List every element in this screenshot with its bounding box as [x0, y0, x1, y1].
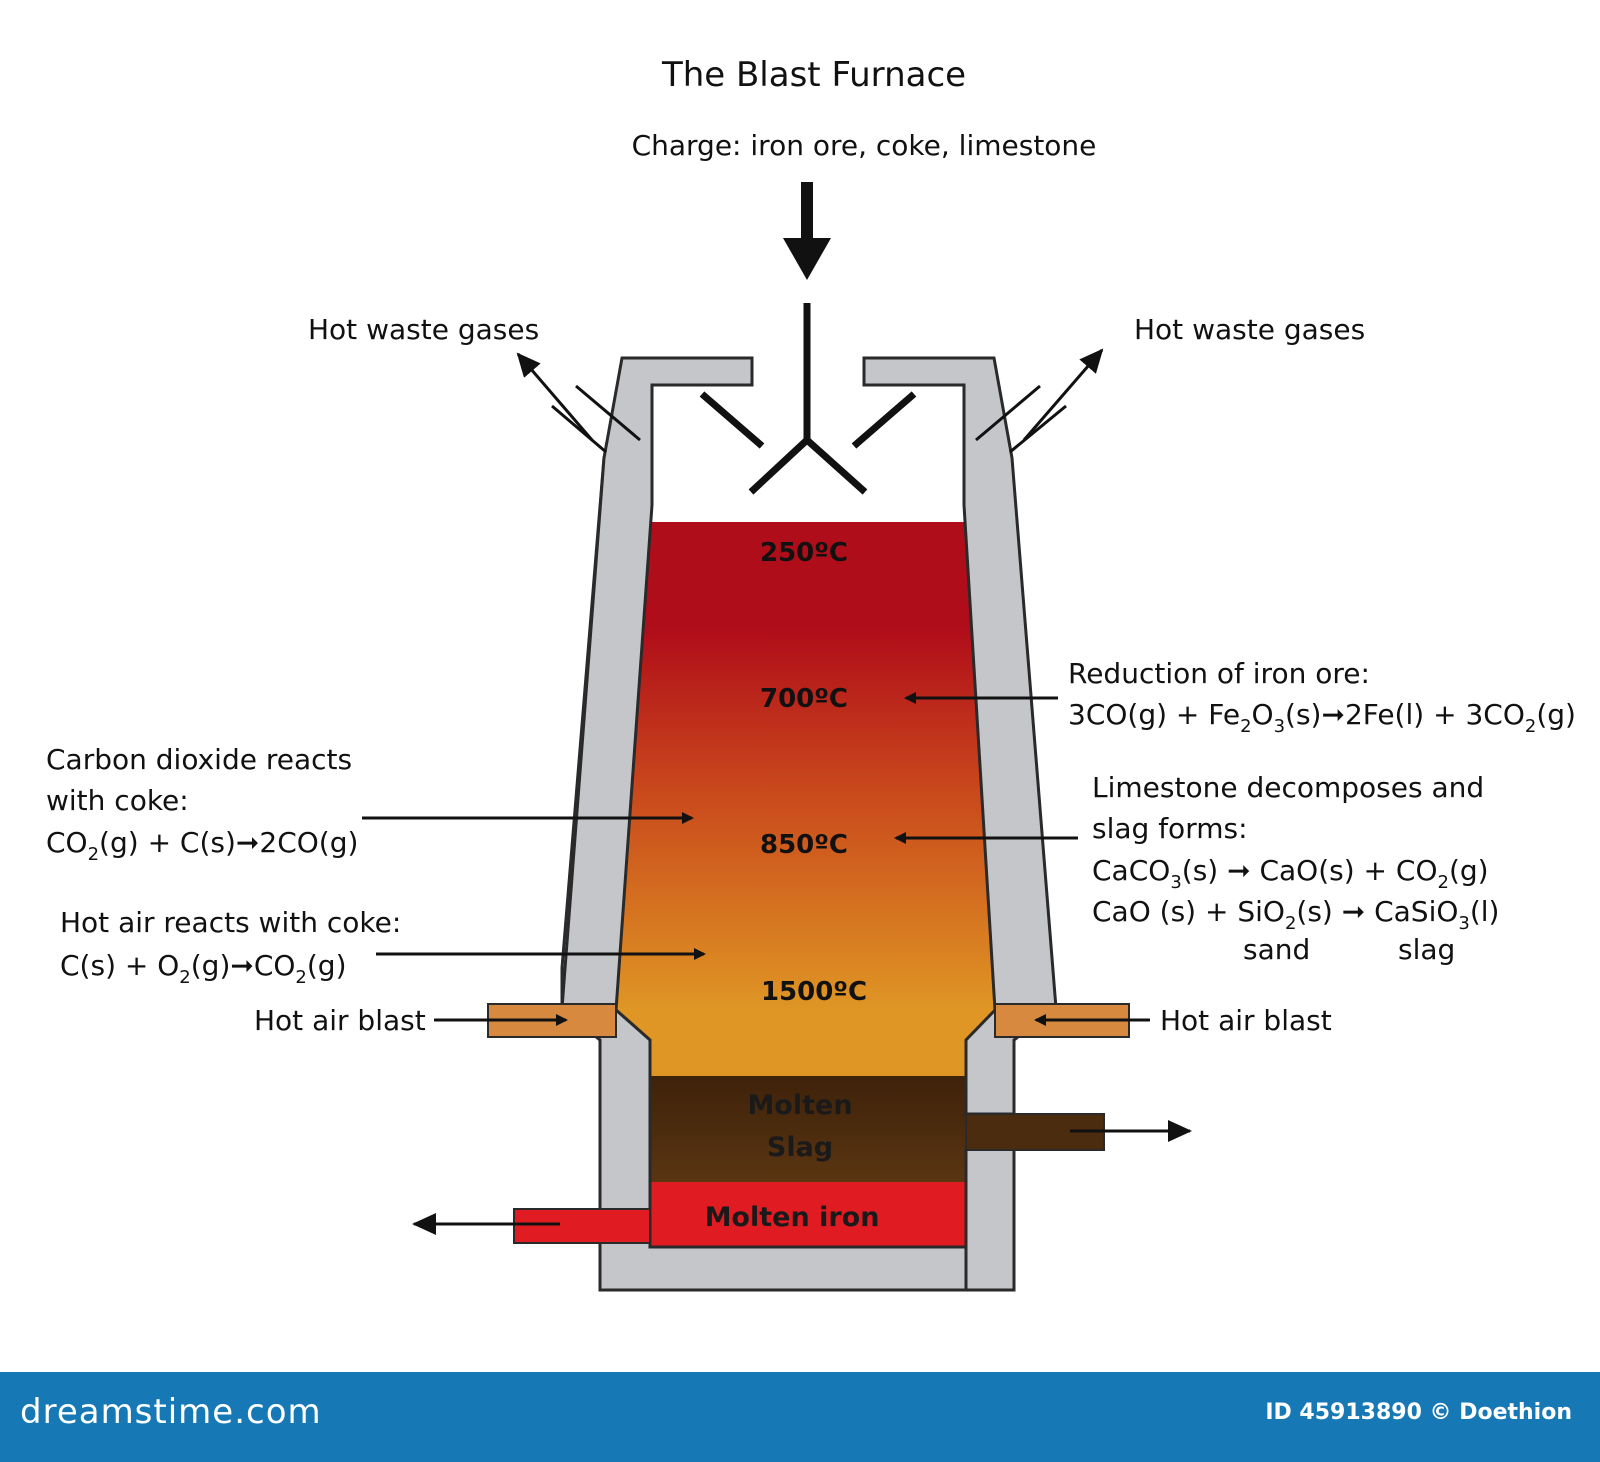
hot-air-coke-heading: Hot air reacts with coke: — [60, 906, 401, 939]
molten-iron-layer — [650, 1182, 966, 1247]
co2-coke-equation: CO2(g) + C(s)➞2CO(g) — [46, 826, 358, 865]
molten-slag-layer — [650, 1076, 966, 1182]
hot-air-coke-equation: C(s) + O2(g)➞CO2(g) — [60, 949, 347, 988]
charge-label: Charge: iron ore, coke, limestone — [632, 129, 1097, 162]
gas-duct-left — [551, 384, 641, 454]
temp-700: 700ºC — [760, 684, 848, 714]
limestone-equation-1: CaCO3(s) ➞ CaO(s) + CO2(g) — [1092, 854, 1489, 893]
temp-250: 250ºC — [760, 538, 848, 568]
image-credit: ID 45913890 © Doethion — [1265, 1400, 1572, 1425]
sand-label: sand — [1243, 933, 1310, 966]
reduction-equation: 3CO(g) + Fe2O3(s)➞2Fe(l) + 3CO2(g) — [1068, 698, 1576, 737]
molten-iron-label: Molten iron — [705, 1202, 880, 1233]
reduction-heading: Reduction of iron ore: — [1068, 657, 1370, 690]
heat-zone — [616, 522, 995, 1010]
charge-arrow — [783, 182, 831, 280]
footer-bar: dreamstime.com ID 45913890 © Doethion — [0, 1372, 1600, 1462]
waste-gases-label-right: Hot waste gases — [1134, 313, 1365, 346]
co2-coke-heading-1: Carbon dioxide reacts — [46, 743, 352, 776]
slag-label: slag — [1398, 933, 1455, 966]
temp-850: 850ºC — [760, 830, 848, 860]
charging-funnel — [699, 303, 917, 495]
limestone-heading-1: Limestone decomposes and — [1092, 771, 1484, 804]
temp-1500: 1500ºC — [761, 977, 867, 1007]
iron-tap-pipe — [513, 1208, 651, 1244]
molten-slag-label-2: Slag — [767, 1132, 833, 1163]
lower-heat-zone — [616, 1010, 995, 1076]
diagram-title: The Blast Furnace — [661, 55, 966, 95]
co2-coke-heading-2: with coke: — [46, 784, 189, 817]
limestone-equation-2: CaO (s) + SiO2(s) ➞ CaSiO3(l) — [1092, 895, 1499, 934]
waste-gases-label-left: Hot waste gases — [308, 313, 539, 346]
molten-slag-label-1: Molten — [747, 1090, 852, 1121]
gas-duct-right — [975, 384, 1067, 454]
brand-text: dreamstime.com — [20, 1392, 322, 1432]
dreamstime-logo[interactable]: dreamstime.com — [20, 1392, 322, 1432]
waste-gas-arrow-left — [516, 352, 594, 441]
hot-air-blast-label-right: Hot air blast — [1160, 1004, 1332, 1037]
hot-air-blast-label-left: Hot air blast — [254, 1004, 426, 1037]
waste-gas-arrow-right — [1022, 348, 1104, 441]
limestone-heading-2: slag forms: — [1092, 812, 1248, 845]
